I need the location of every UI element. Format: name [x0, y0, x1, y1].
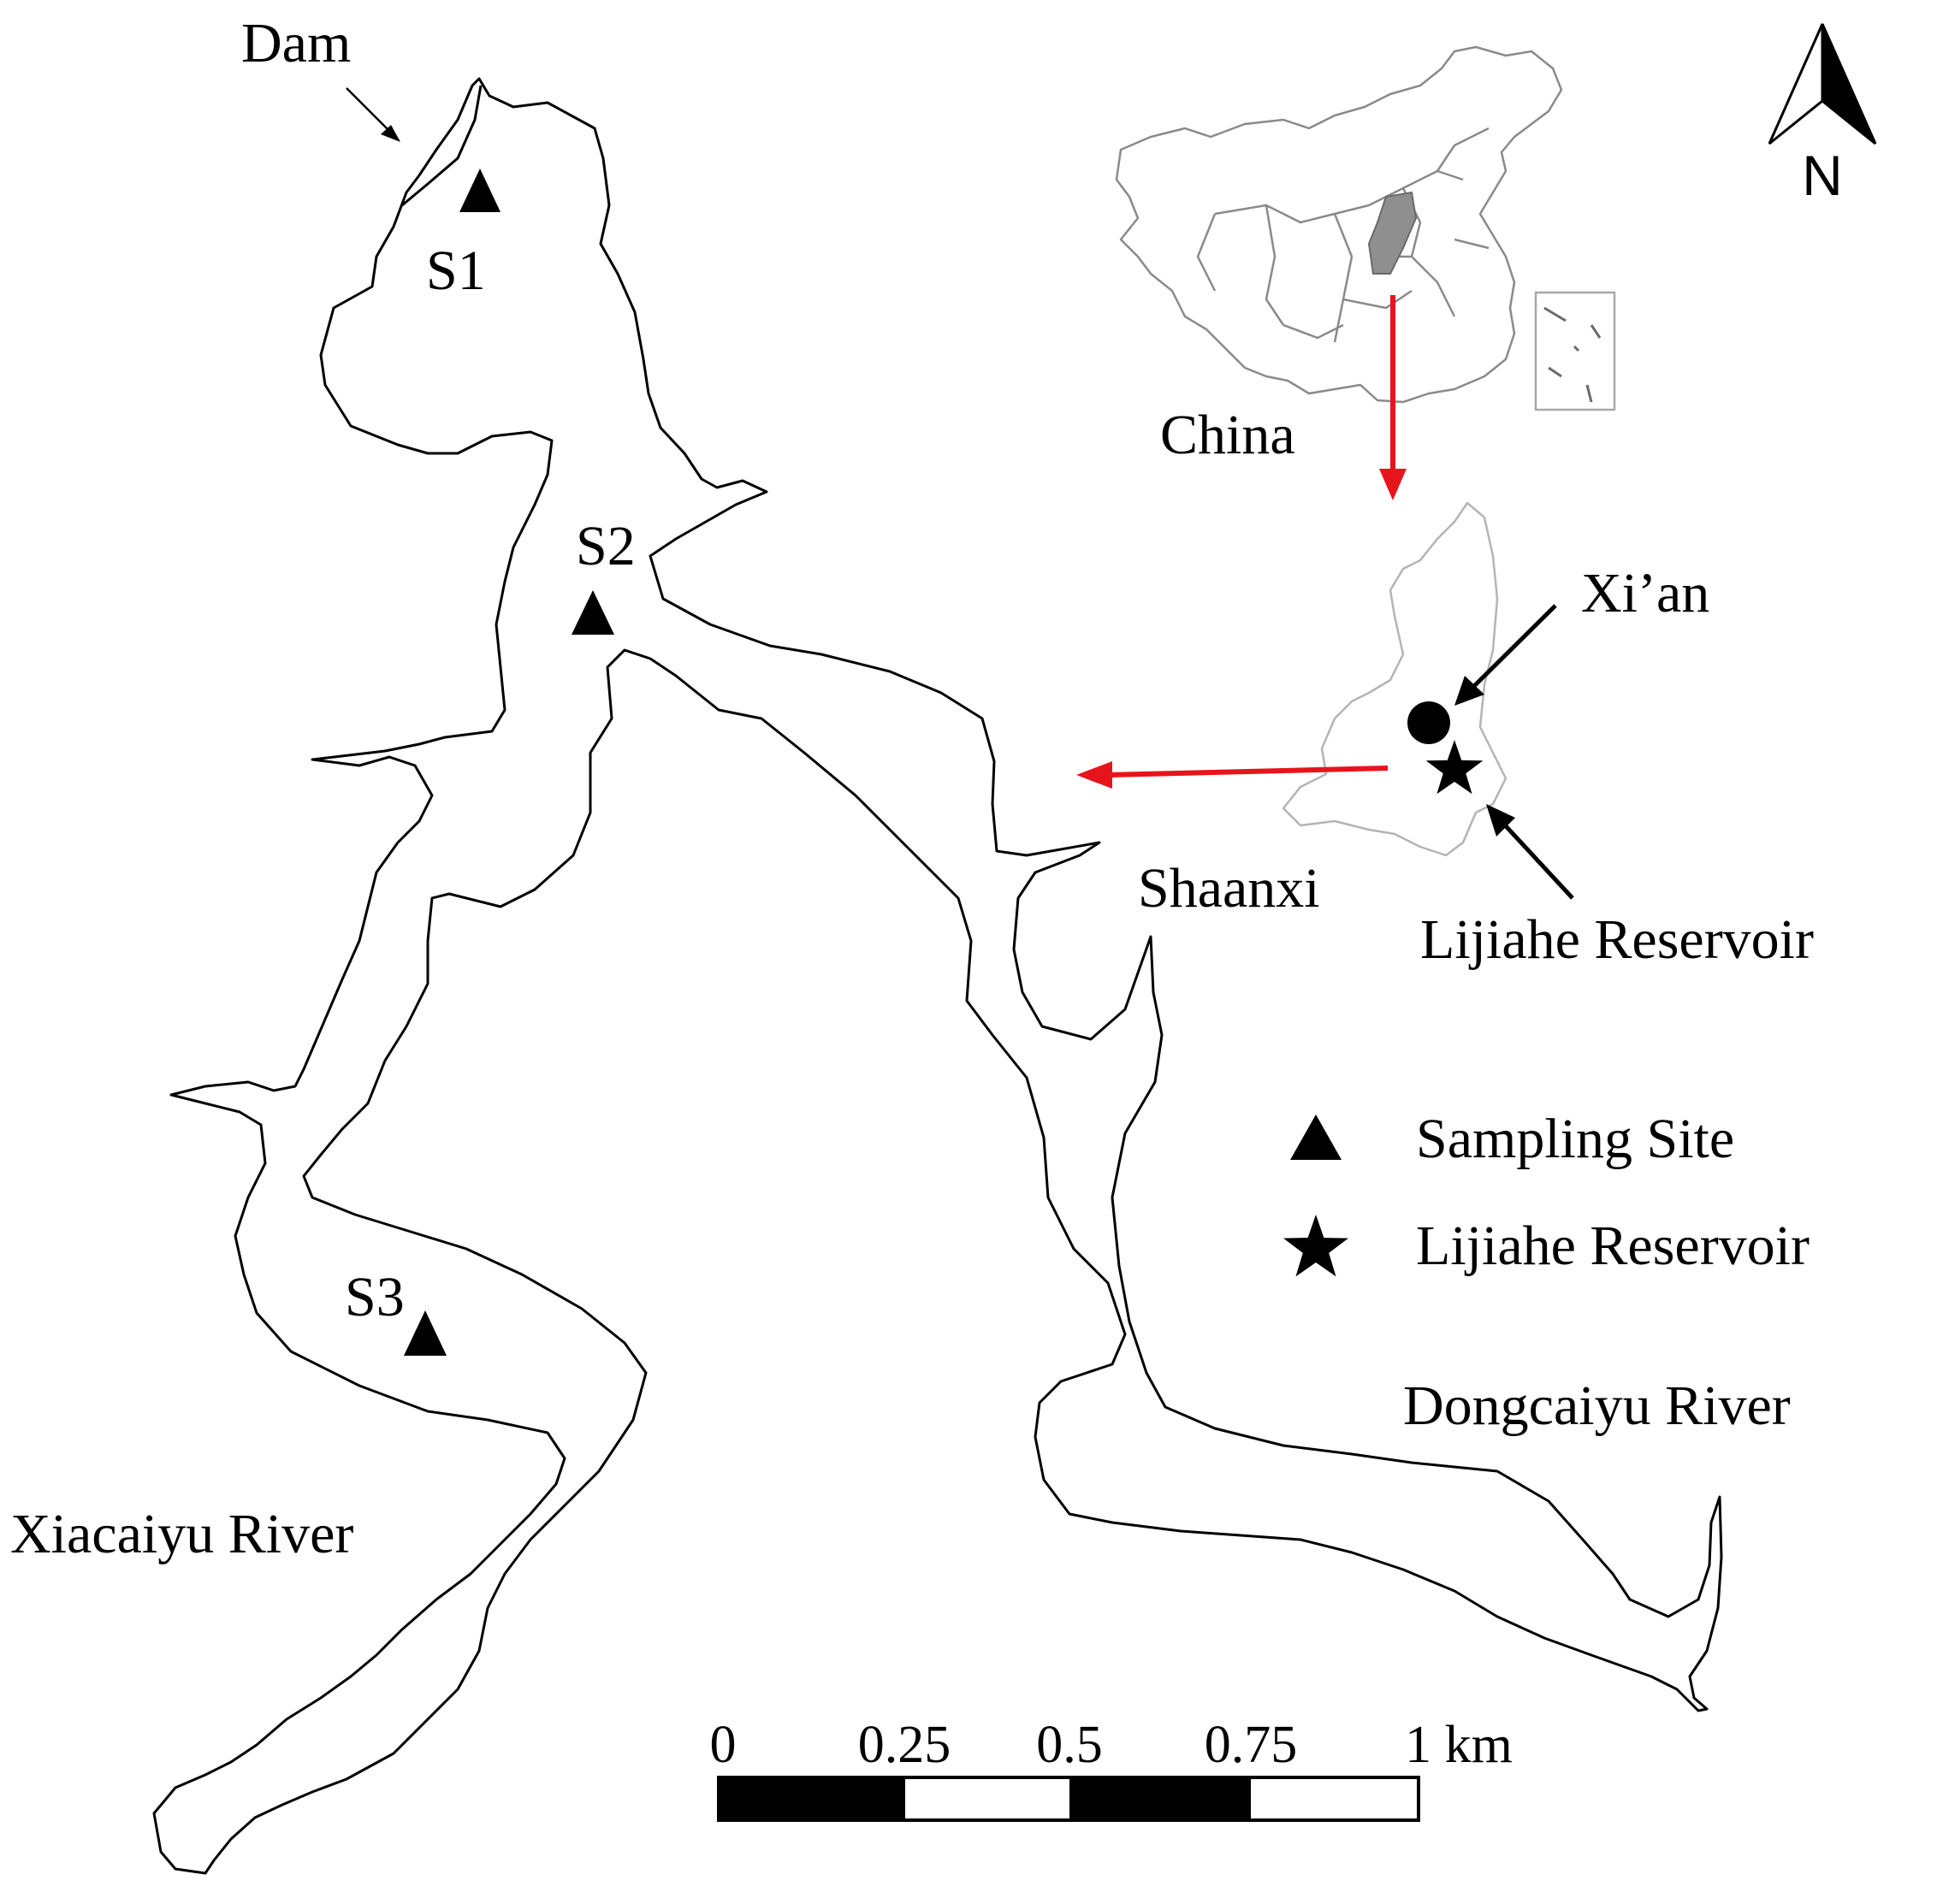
shaanxi-outline [1282, 501, 1508, 857]
site-label-s3: S3 [345, 1266, 405, 1328]
china-inset [1115, 45, 1616, 411]
triangle-icon [459, 169, 501, 212]
site-label-s1: S1 [426, 239, 486, 302]
xiacaiyu-river-label: Xiacaiyu River [10, 1503, 353, 1565]
scale-tick-0: 0 [710, 1716, 737, 1774]
island-marks [1543, 306, 1602, 403]
dongcaiyu-river-label: Dongcaiyu River [1403, 1375, 1791, 1437]
reservoir-outline [152, 77, 1723, 1875]
china-to-shaanxi-arrow-head [1379, 469, 1407, 500]
triangle-icon [404, 1310, 447, 1356]
north-label: N [1802, 144, 1843, 207]
legend-sampling-site-label: Sampling Site [1416, 1108, 1734, 1170]
scale-bar-segment-3 [1069, 1777, 1251, 1820]
china-outline [1115, 45, 1563, 404]
dam-line [401, 85, 483, 207]
reservoir-pointer [1496, 815, 1574, 900]
star-icon [1283, 1215, 1348, 1277]
legend-reservoir-label: Lijiahe Reservoir [1416, 1215, 1810, 1277]
triangle-icon [572, 590, 614, 635]
shaanxi-label: Shaanxi [1138, 857, 1320, 919]
circle-icon [1407, 701, 1450, 744]
scale-tick-4: 1 km [1405, 1716, 1513, 1774]
south-china-sea-box [1534, 291, 1616, 411]
reservoir-callout-label: Lijiahe Reservoir [1420, 908, 1814, 971]
dam-pointer [346, 87, 394, 136]
dam-label: Dam [241, 12, 351, 74]
xian-pointer [1466, 604, 1557, 695]
china-province-lines [1196, 127, 1490, 343]
shaanxi-to-reservoir-arrow [1107, 766, 1389, 778]
china-label: China [1160, 404, 1295, 466]
triangle-icon [1290, 1115, 1342, 1160]
dam-pointer-head [381, 125, 400, 142]
star-icon [1425, 740, 1484, 795]
site-label-s2: S2 [576, 515, 636, 577]
scale-tick-3: 0.75 [1205, 1716, 1298, 1774]
reservoir-pointer-head [1486, 804, 1515, 837]
scale-bar: 0 0.25 0.5 0.75 1 km [710, 1716, 1513, 1822]
shaanxi-highlight [1367, 191, 1418, 275]
scale-tick-1: 0.25 [858, 1716, 951, 1774]
pointer-arrows [346, 87, 1574, 900]
shaanxi-to-reservoir-arrow-head [1076, 761, 1112, 789]
xian-label: Xi’an [1581, 562, 1709, 624]
scale-bar-segment-1 [719, 1777, 905, 1820]
scale-tick-2: 0.5 [1036, 1716, 1103, 1774]
red-arrows [1076, 295, 1407, 789]
legend: Sampling Site Lijiahe Reservoir [1283, 1108, 1810, 1277]
north-arrow-icon: N [1768, 23, 1877, 207]
xian-pointer-head [1454, 676, 1484, 706]
